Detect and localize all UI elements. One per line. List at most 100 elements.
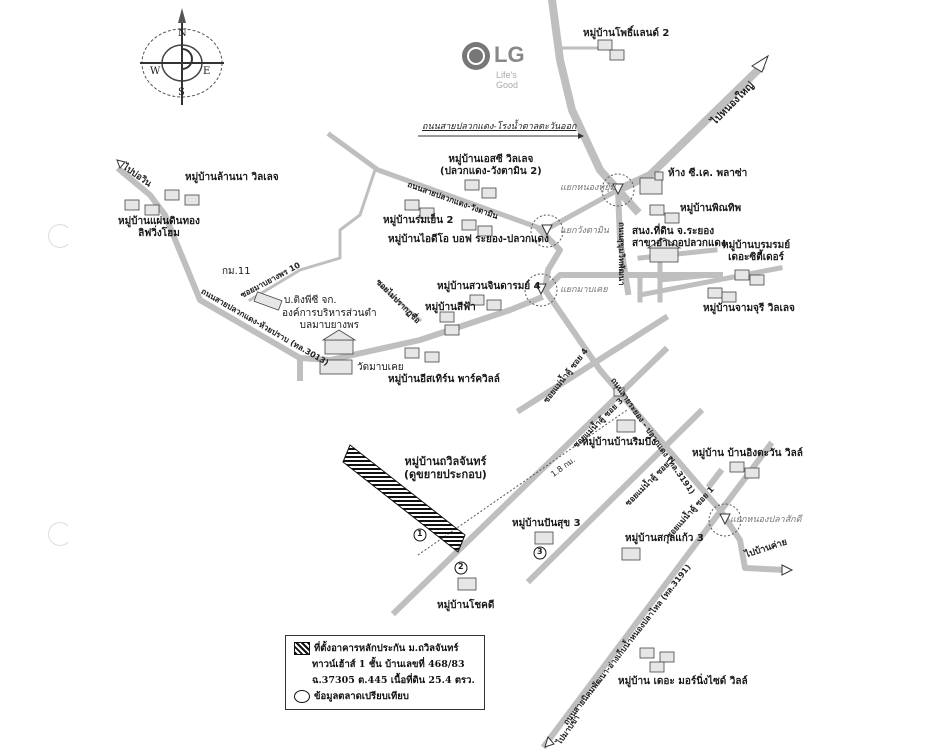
place-pansuk-3: หมู่บ้านปันสุข 3 xyxy=(512,518,581,529)
legend-row-subject: ที่ตั้งอาคารหลักประกัน ม.ถวิลจันทร์ xyxy=(294,641,476,657)
village-icon-rom-yen xyxy=(404,199,435,219)
place-ac-village-line1: หมู่บ้านเอสซี วิลเลจ xyxy=(448,154,534,165)
marker-2-label: 2 xyxy=(458,562,464,571)
intersection-label-map-khoei: แยกมาบเคย xyxy=(560,285,608,295)
village-icon-chokdee xyxy=(457,577,477,591)
place-chokdee: หมู่บ้านโชคดี xyxy=(437,600,495,611)
place-ing-tawan: หมู่บ้าน บ้านอิงตะวัน วิลล์ xyxy=(692,448,803,459)
place-rom-yen-2: หมู่บ้านร่มเย็น 2 xyxy=(383,215,454,226)
signal-icon-2 xyxy=(541,224,553,237)
road-to-nong-yai xyxy=(612,62,766,196)
road-3013 xyxy=(115,165,303,381)
road-soi-1 xyxy=(705,467,725,490)
place-chawalit-chan: หมู่บ้านถวิลจันทร์ (ดูขยายประกอบ) xyxy=(404,455,487,481)
factory-icon xyxy=(253,291,283,311)
village-icon-ing-tawan xyxy=(729,461,760,479)
place-morning-side: หมู่บ้าน เดอะ มอร์นิ่งไซด์ วิลล์ xyxy=(618,676,748,687)
place-chawalit-chan-line2: (ดูขยายประกอบ) xyxy=(404,468,487,482)
place-km11: กม.11 xyxy=(222,266,251,277)
road-label-sukhumvit-phatthana: ถนนสุขุมวิทพัฒนา xyxy=(617,222,626,286)
building-icon-ck-plaza xyxy=(639,171,664,195)
temple-icon xyxy=(319,359,353,375)
intersection-label-nong-khu-yu: แยกหนองหูยุ้ม xyxy=(560,183,616,193)
legend-line2: ทาวน์เฮ้าส์ 1 ชั้น บ้านเลขที่ 468/83 xyxy=(312,659,465,670)
signal-icon-3 xyxy=(535,283,547,296)
place-wat-map-khoei: วัดมาบเคย xyxy=(357,362,404,373)
place-lanna-village: หมู่บ้านล้านนา วิลเลจ xyxy=(185,172,279,183)
compass-south: S xyxy=(178,87,185,98)
lg-tagline: Life's Good xyxy=(496,70,519,90)
place-phinthip: หมู่บ้านพิณทิพ xyxy=(680,203,742,214)
place-idea: หมู่บ้านไอดีโอ บอฟ ระยอง-ปลวกแดง xyxy=(388,234,549,245)
intersection-nong-pak-lak xyxy=(708,503,742,537)
place-phaendin-thong-line2: ลิฟวิ่งโฮม xyxy=(138,228,180,239)
village-icon-sifah xyxy=(439,311,460,336)
road-map-khoei-east xyxy=(540,272,723,295)
place-sao: องค์การบริหารส่วนตำ บลมาบยางพร xyxy=(282,308,377,332)
marker-2 xyxy=(454,561,468,575)
legend-line3: ฉ.37305 ต.445 เนื้อที่ดิน 25.4 ตรว. xyxy=(312,675,475,686)
compass-west: W xyxy=(150,66,161,77)
legend-line1: ที่ตั้งอาคารหลักประกัน ม.ถวิลจันทร์ xyxy=(314,643,459,654)
legend-line4: ข้อมูลตลาดเปรียบเทียบ xyxy=(314,691,409,702)
place-suan-chindaram-4: หมู่บ้านสวนจินดารมย์ 4 xyxy=(437,281,541,292)
intersection-label-wang-ta-min: แยกวังตามิน xyxy=(560,226,609,236)
compass-north: N xyxy=(178,28,187,39)
map-legend: ที่ตั้งอาคารหลักประกัน ม.ถวิลจันทร์ ทาวน… xyxy=(285,635,485,710)
sao-building-icon xyxy=(321,329,357,355)
arrow-to-ban-khai-icon xyxy=(781,564,794,576)
road-nikhom xyxy=(540,440,775,750)
village-icon-eastern xyxy=(404,347,440,363)
place-chawalit-chan-line1: หมู่บ้านถวิลจันทร์ xyxy=(404,455,487,468)
marker-3 xyxy=(533,546,547,560)
road-3013-b xyxy=(296,294,544,363)
village-icon-idea xyxy=(461,219,493,237)
place-land-office: สนง.ที่ดิน จ.ระยอง สาขาอำเภอปลวกแดง xyxy=(632,226,726,250)
place-phaendin-thong-line1: หมู่บ้านแผ่นดินทอง xyxy=(118,216,200,227)
arrow-to-map-ta-phut-icon xyxy=(544,735,555,748)
village-icon-phaendin xyxy=(124,199,160,216)
village-icon-lanna xyxy=(164,189,200,206)
place-land-office-line2: สาขาอำเภอปลวกแดง xyxy=(632,238,726,249)
arrow-to-nong-yai-icon xyxy=(751,54,769,73)
marker-1 xyxy=(413,528,427,542)
road-soi-map-yang-phon-10 xyxy=(247,168,377,303)
lg-wordmark: LG xyxy=(494,42,525,67)
village-icon-morning-side xyxy=(639,647,675,673)
road-pluak-daeng-wang-ta-min xyxy=(326,131,622,233)
place-boromarom-line2: เดอะซิตี้เดอร์ xyxy=(728,252,784,263)
place-ac-village: หมู่บ้านเอสซี วิลเลจ (ปลวกแดง-วังตามิน 2… xyxy=(440,154,542,178)
place-sao-line1: องค์การบริหารส่วนตำ xyxy=(282,308,377,319)
place-eastern-park: หมู่บ้านอีสเทิร์น พาร์ควิลล์ xyxy=(388,374,500,385)
place-land-office-line1: สนง.ที่ดิน จ.ระยอง xyxy=(632,226,715,237)
place-chamchuri: หมู่บ้านจามจุรี วิลเลจ xyxy=(703,303,795,314)
signal-icon-1 xyxy=(612,183,624,196)
legend-row-comparables: ข้อมูลตลาดเปรียบเทียบ xyxy=(294,689,476,705)
punch-hole-top xyxy=(48,224,72,248)
village-icon-sakul-kaew xyxy=(621,547,641,561)
village-icon-pansuk xyxy=(534,531,554,545)
arrow-to-bo-win-icon xyxy=(116,159,126,169)
subject-property xyxy=(342,444,466,553)
road-main-diag xyxy=(535,225,789,574)
road-soi-2 xyxy=(525,407,705,585)
legend-hatch-swatch xyxy=(294,642,310,655)
intersection-nong-khu-yu xyxy=(601,173,635,207)
signal-icon-4 xyxy=(719,513,731,526)
place-ck-plaza: ห้าง ซี.เค. พลาซ่า xyxy=(668,168,748,179)
place-phaendin-thong: หมู่บ้านแผ่นดินทอง ลิฟวิ่งโฮม xyxy=(118,216,200,240)
road-soi-no-name xyxy=(377,282,423,323)
intersection-wang-ta-min xyxy=(530,214,564,248)
intersection-map-khoei xyxy=(524,273,558,307)
village-icon-suan-chindaram xyxy=(469,294,502,311)
gas-station-icon xyxy=(613,387,625,397)
intersection-label-nong-pak-lak: แยกหนองปลาสักดี xyxy=(730,515,802,525)
place-sakul-kaew-3: หมู่บ้านสกุลแก้ว 3 xyxy=(625,533,704,544)
road-label-north-main: ถนนสายปลวกแดง-โรงน้ำตาลตะวันออก xyxy=(422,122,577,132)
village-icon-ac xyxy=(464,179,497,199)
place-boromarom: หมู่บ้านบรมรมย์ เดอะซิตี้เดอร์ xyxy=(722,240,790,264)
road-soi-4 xyxy=(515,313,670,415)
place-phothi-land-2: หมู่บ้านโพธิ์แลนด์ 2 xyxy=(583,28,670,39)
compass-east: E xyxy=(203,66,211,77)
